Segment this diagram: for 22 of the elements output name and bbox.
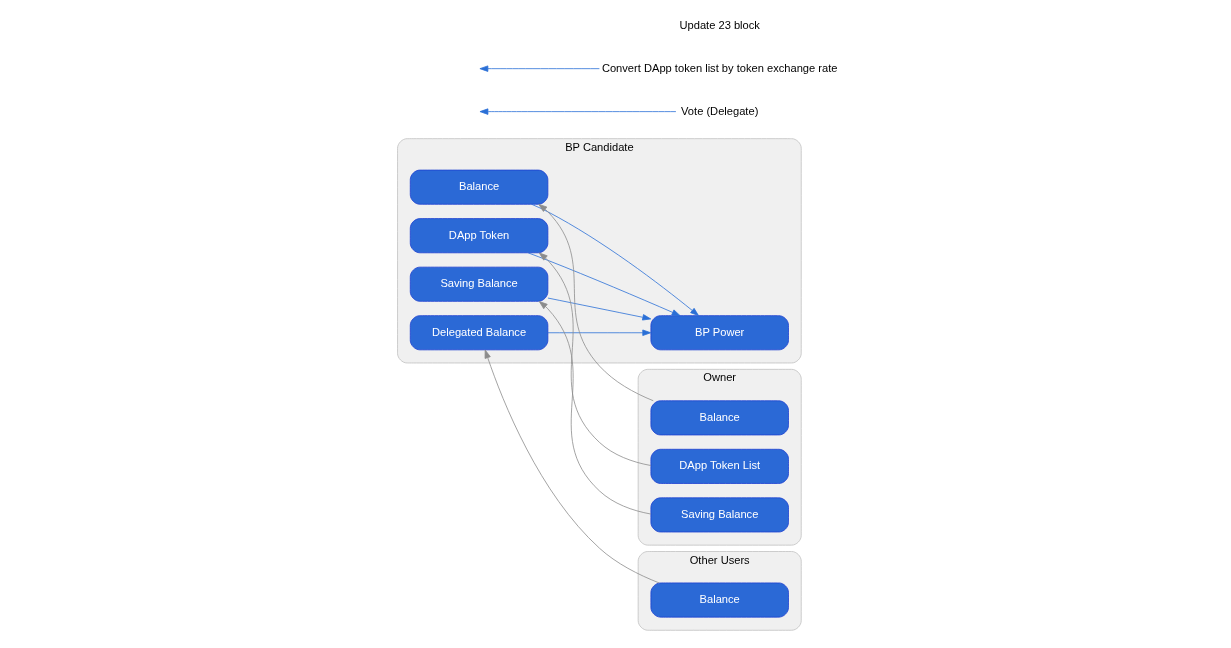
node-box: DApp Token List: [650, 448, 789, 484]
arrow: [538, 204, 654, 402]
label: Update 23 block: [679, 18, 760, 31]
node-box: BP Power: [650, 315, 789, 351]
arrow: [538, 301, 652, 515]
node-box: Balance: [650, 582, 789, 618]
node-text: Convert DApp token list by token exchange rate: [601, 61, 838, 74]
node-box: Balance: [650, 400, 789, 436]
arrow: [479, 65, 600, 72]
arrow: [484, 349, 660, 584]
arrow: [538, 252, 652, 466]
node-box: Delegated Balance: [409, 315, 549, 351]
node-box: Saving Balance: [650, 497, 789, 533]
arrow: [547, 297, 652, 321]
arrow: [479, 108, 677, 115]
node-box: Balance: [409, 169, 549, 205]
arrow: [531, 203, 699, 316]
node-box: Saving Balance: [409, 266, 549, 302]
node-box: DApp Token: [409, 218, 549, 254]
node-text: Vote (Delegate): [681, 104, 759, 117]
arrow: [527, 252, 681, 317]
arrow: [547, 329, 652, 336]
